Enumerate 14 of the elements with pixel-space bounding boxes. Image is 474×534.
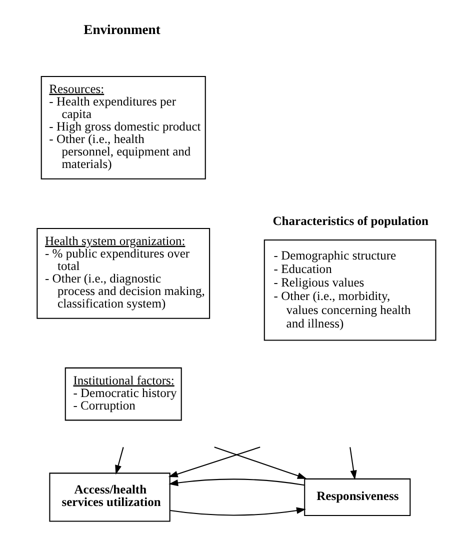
node-label: Characteristics of population [272, 214, 428, 228]
node-box: Responsiveness [304, 478, 410, 516]
node-box: Health system organization: - % public expenditures over total - Other (i.e., diagnostic process and decision making, classification system) [36, 228, 210, 319]
node-box: Resources: - Health expenditures per capita - High gross domestic product - Other (i.e., health personnel, equipment and materials) [40, 76, 206, 180]
arrow [214, 446, 306, 479]
label: Environment [83, 22, 160, 38]
arrow [114, 447, 124, 475]
node-box: Institutional factors: - Democratic history - Corruption [64, 367, 182, 421]
arrow [168, 446, 260, 478]
node-box: Access/health services utilization [48, 472, 170, 522]
arrow [170, 507, 306, 516]
arrow [168, 478, 304, 486]
node-box: - Demographic structure - Education - Religious values - Other (i.e., morbidity, values concerning health and illness) [263, 239, 436, 341]
arrow [349, 447, 356, 480]
